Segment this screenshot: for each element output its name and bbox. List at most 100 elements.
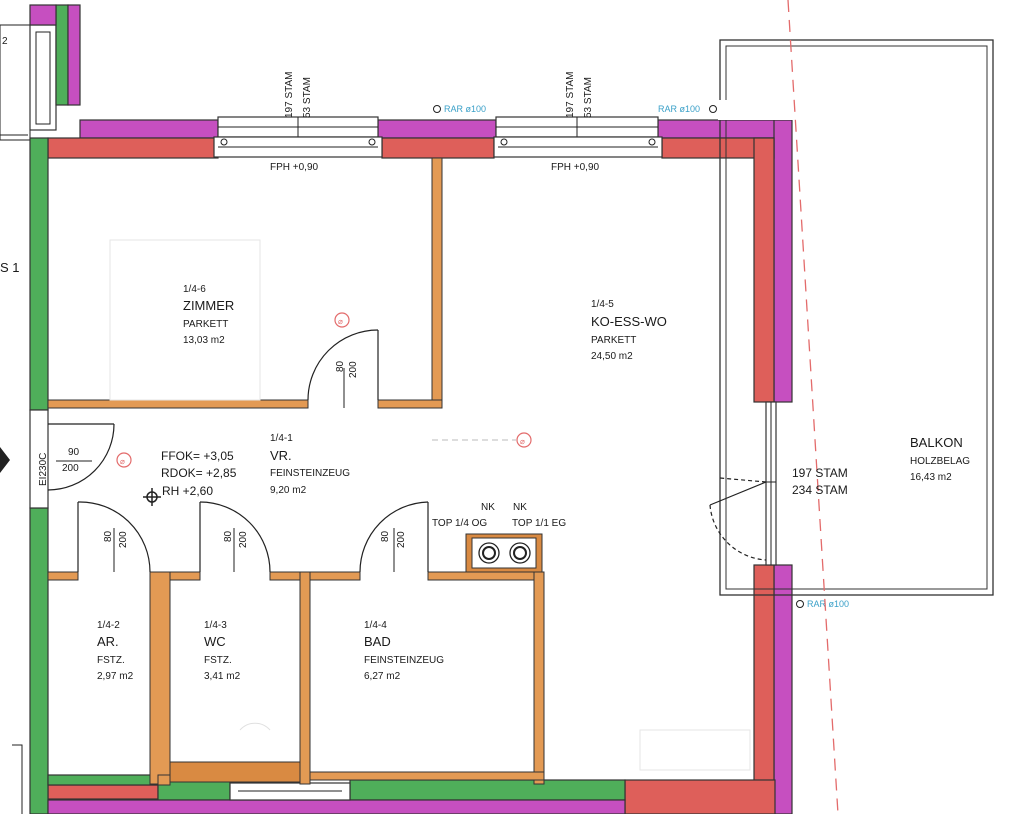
- room-name: KO-ESS-WO: [591, 314, 667, 329]
- partition-wc-bottom: [169, 761, 301, 783]
- room-label-wc: 1/4-3 WC FSTZ. 3,41 m2: [204, 620, 241, 682]
- room-number: 1/4-2: [97, 620, 120, 631]
- partition-bad-bottom: [309, 771, 545, 781]
- room-area: 3,41 m2: [204, 671, 241, 682]
- partition-wc-top: [269, 571, 361, 581]
- room-number: 1/4-6: [183, 284, 206, 295]
- room-floor: FEINSTEINZEUG: [270, 468, 350, 479]
- nk-left-title: NK: [481, 502, 495, 513]
- partition-zimmer-bottom-2: [377, 399, 443, 409]
- smoke-detector-icon: ⌀: [516, 432, 532, 448]
- window-right-stam-53: 53 STAM: [583, 77, 594, 118]
- door-ar-height: 200: [118, 531, 129, 548]
- exterior-wall-top-2: [381, 137, 495, 159]
- window-zimmer: [213, 116, 383, 158]
- room-number: 1/4-4: [364, 620, 387, 631]
- rh-label: RH +2,60: [162, 484, 213, 498]
- room-area: 24,50 m2: [591, 351, 633, 362]
- ffok-label: FFOK= +3,05: [161, 449, 234, 463]
- insulation-top-1: [79, 119, 219, 139]
- partition-zimmer-right: [431, 157, 443, 409]
- door-entry-width: 90: [68, 447, 80, 458]
- door-wc: [199, 501, 271, 573]
- bed-outline: [109, 239, 261, 401]
- window-wohnen: [493, 116, 663, 158]
- room-label-ar: 1/4-2 AR. FSTZ. 2,97 m2: [97, 620, 134, 682]
- room-floor: FSTZ.: [97, 655, 125, 666]
- room-area: 6,27 m2: [364, 671, 401, 682]
- svg-text:⌀: ⌀: [520, 437, 525, 446]
- door-zimmer-height: 200: [348, 361, 359, 378]
- entry-door-tag: EI230C: [38, 453, 49, 486]
- fph-right-label: FPH +0,90: [551, 162, 600, 173]
- railing-line: [787, 0, 839, 814]
- door-bad-width: 80: [380, 530, 391, 542]
- party-wall-bottom-1: [47, 774, 159, 786]
- party-wall-left-2: [29, 507, 49, 814]
- wc-bowl-outline: [239, 722, 271, 731]
- door-ar: [77, 501, 151, 573]
- stair-edge-bottom: [12, 744, 23, 814]
- fph-left-label: FPH +0,90: [270, 162, 319, 173]
- room-name: BAD: [364, 634, 391, 649]
- installation-shaft: [465, 533, 543, 573]
- window-right-stam-197: 197 STAM: [565, 72, 576, 119]
- door-entry: [29, 409, 115, 509]
- window-left-stam-197: 197 STAM: [284, 72, 295, 119]
- entry-arrow-icon: [0, 447, 10, 473]
- room-name: WC: [204, 634, 226, 649]
- party-wall-bottom-3: [349, 779, 626, 801]
- smoke-detector-icon: ⌀: [116, 452, 132, 468]
- nk-right-sub: TOP 1/1 EG: [512, 518, 566, 529]
- exterior-wall-top-1: [47, 137, 219, 159]
- room-name: VR.: [270, 448, 292, 463]
- level-annotations: FFOK= +3,05 RDOK= +2,85 RH +2,60: [161, 449, 237, 498]
- exterior-wall-bottom-right: [624, 779, 776, 814]
- room-floor: PARKETT: [183, 319, 228, 330]
- room-floor: PARKETT: [591, 335, 636, 346]
- edge-number-label: 2: [2, 36, 8, 47]
- room-number: 1/4-1: [270, 433, 293, 444]
- balcony-outline: [718, 39, 994, 596]
- insulation-bottom: [47, 799, 626, 814]
- svg-text:⌀: ⌀: [120, 457, 125, 466]
- room-label-balkon: BALKON HOLZBELAG 16,43 m2: [910, 435, 970, 483]
- door-zimmer: [307, 329, 379, 408]
- partition-ar-top-1: [47, 571, 79, 581]
- exterior-wall-right-1: [753, 137, 775, 403]
- core-wall-top: [29, 4, 57, 26]
- partition-zimmer-bottom-1: [47, 399, 309, 409]
- balcony-stam-197: 197 STAM: [792, 466, 848, 480]
- partition-ar-wc: [149, 571, 171, 785]
- room-floor: FSTZ.: [204, 655, 232, 666]
- room-label-zimmer: 1/4-6 ZIMMER PARKETT 13,03 m2: [183, 284, 234, 346]
- room-area: 2,97 m2: [97, 671, 134, 682]
- rar-label-1: RAR ø100: [444, 104, 486, 114]
- edge-s1-label: S 1: [0, 260, 20, 275]
- door-entry-height: 200: [62, 463, 79, 474]
- partition-corner: [157, 774, 171, 786]
- left-edge-stair: [0, 24, 57, 141]
- drain-icon-1: [433, 105, 441, 113]
- room-name: AR.: [97, 634, 119, 649]
- party-wall-left-1: [29, 137, 49, 411]
- room-label-bad: 1/4-4 BAD FEINSTEINZEUG 6,27 m2: [364, 620, 444, 682]
- smoke-detector-icon: ⌀: [334, 312, 350, 328]
- room-label-koesswo: 1/4-5 KO-ESS-WO PARKETT 24,50 m2: [591, 299, 667, 362]
- door-wc-height: 200: [238, 531, 249, 548]
- insulation-right-2: [773, 564, 793, 814]
- balcony-stam-234: 234 STAM: [792, 483, 848, 497]
- door-zimmer-width: 80: [335, 360, 346, 372]
- room-floor: HOLZBELAG: [910, 456, 970, 467]
- ceiling-light-icon: [143, 488, 161, 506]
- room-area: 9,20 m2: [270, 485, 307, 496]
- room-name: BALKON: [910, 435, 963, 450]
- exterior-wall-bottom-left: [47, 784, 159, 800]
- insulation-top-3: [657, 119, 791, 139]
- rdok-label: RDOK= +2,85: [161, 466, 237, 480]
- nk-right-title: NK: [513, 502, 527, 513]
- insulation-right-1: [773, 119, 793, 403]
- svg-text:⌀: ⌀: [338, 317, 343, 326]
- door-bad: [359, 501, 429, 573]
